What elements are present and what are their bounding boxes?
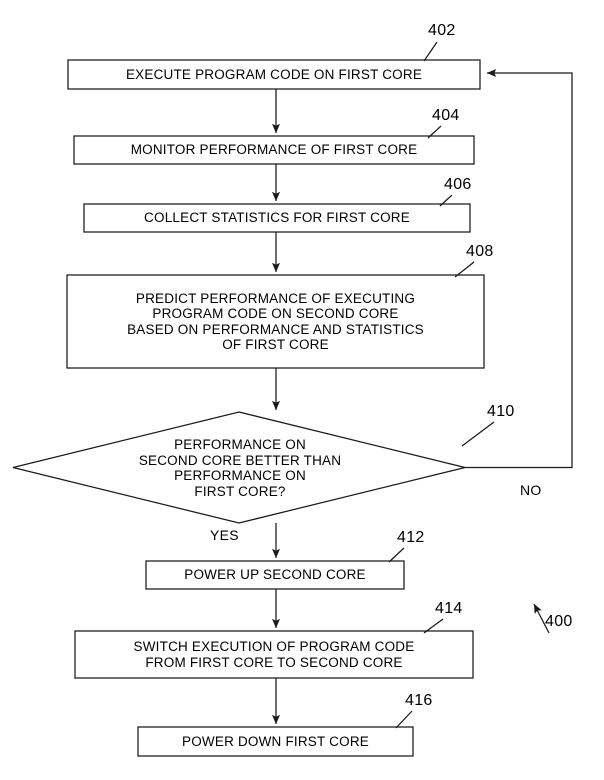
node-box-412 <box>145 560 405 590</box>
ref-numeral-404: 404 <box>432 107 460 124</box>
ref-numeral-410: 410 <box>487 403 515 420</box>
yes-branch-label: YES <box>210 527 239 543</box>
node-box-414 <box>74 630 474 679</box>
ref-numeral-408: 408 <box>466 243 494 260</box>
leader-line-414 <box>423 618 444 634</box>
ref-numeral-416: 416 <box>405 692 433 709</box>
node-box-416 <box>137 726 414 757</box>
leader-line-406 <box>439 194 453 207</box>
leader-line-416 <box>395 710 413 729</box>
no-branch-label: NO <box>520 482 542 498</box>
ref-numeral-402: 402 <box>428 22 456 39</box>
leader-line-410 <box>461 421 495 447</box>
node-box-402 <box>67 59 481 90</box>
ref-numeral-414: 414 <box>435 600 463 617</box>
node-box-404 <box>73 135 475 165</box>
leader-line-402 <box>423 41 438 62</box>
connector-410-to-402-no-feedback <box>465 69 573 469</box>
leader-line-408 <box>454 261 475 278</box>
node-box-408 <box>66 274 485 369</box>
leader-line-412 <box>388 547 405 563</box>
decision-diamond-410 <box>12 411 466 524</box>
ref-numeral-406: 406 <box>444 176 472 193</box>
leader-line-404 <box>427 125 442 139</box>
leader-arrow-400 <box>533 603 550 634</box>
node-box-406 <box>83 203 471 233</box>
ref-numeral-400: 400 <box>545 613 573 630</box>
ref-numeral-412: 412 <box>397 529 425 546</box>
